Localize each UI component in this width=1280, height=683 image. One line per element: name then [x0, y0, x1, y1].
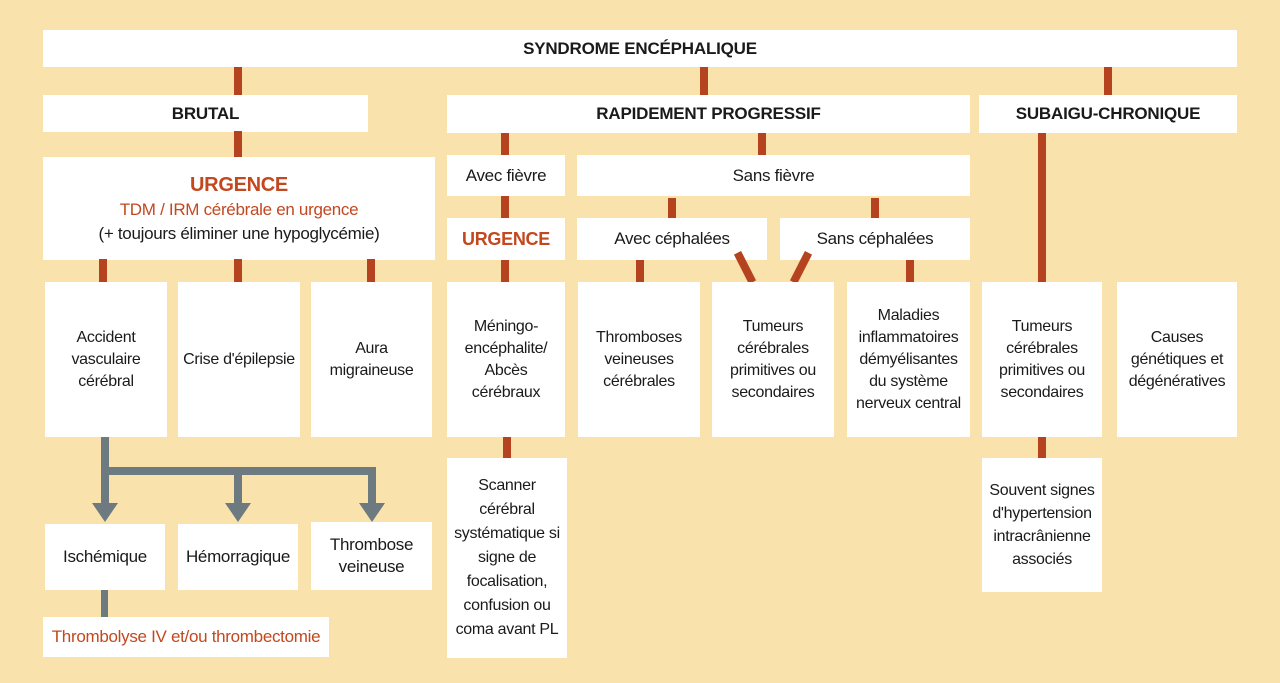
connector-sanscephalees-maladies — [906, 260, 914, 282]
node-meningo-encephalite: Méningo-encéphalite/ Abcès cérébraux — [447, 282, 565, 437]
avc-horizontal-line — [101, 467, 376, 475]
node-aura-migraineuse: Aura migraineuse — [311, 282, 432, 437]
node-syndrome-encephalique: SYNDROME ENCÉPHALIQUE — [43, 30, 1237, 67]
connector-urgence-meningo — [501, 260, 509, 282]
ischemique-stem-line — [101, 590, 108, 617]
arrow-shaft-hemorragique — [234, 475, 242, 504]
connector-sansfievre-aveccephalees — [668, 198, 676, 218]
connector-meningo-scanner — [503, 437, 511, 458]
connector-rapid-sans-fievre — [758, 133, 766, 155]
node-avec-fievre: Avec fièvre — [447, 155, 565, 196]
connector-subacute-tumeurs — [1038, 133, 1046, 282]
node-avec-cephalees: Avec céphalées — [577, 218, 767, 260]
connector-tumeurs-souvent — [1038, 437, 1046, 458]
connector-title-brutal — [234, 67, 242, 95]
node-brutal: BRUTAL — [43, 95, 368, 132]
node-maladies-inflammatoires: Maladies inflammatoires démyélisantes du… — [847, 282, 970, 437]
connector-urgence-aura — [367, 259, 375, 282]
connector-aveccephalees-thromboses — [636, 260, 644, 282]
node-subaigu-chronique: SUBAIGU-CHRONIQUE — [979, 95, 1237, 133]
arrowhead-thrombose-icon — [359, 503, 385, 522]
node-rapidement-progressif: RAPIDEMENT PROGRESSIF — [447, 95, 970, 133]
connector-sansfievre-sanscephalees — [871, 198, 879, 218]
arrowhead-ischemique-icon — [92, 503, 118, 522]
node-accident-vasculaire: Accident vasculaire cérébral — [45, 282, 167, 437]
node-scanner-cerebral: Scanner cérébral systématique si signe d… — [447, 458, 567, 658]
connector-title-rapid — [700, 67, 708, 95]
connector-urgence-avc — [99, 259, 107, 282]
node-tumeurs-cerebrales-subacute: Tumeurs cérébrales primitives ou seconda… — [982, 282, 1102, 437]
node-ischemique: Ischémique — [45, 524, 165, 590]
urgence-title: URGENCE — [190, 173, 288, 196]
node-sans-cephalees: Sans céphalées — [780, 218, 970, 260]
node-sans-fievre: Sans fièvre — [577, 155, 970, 196]
node-thrombolyse: Thrombolyse IV et/ou thrombectomie — [43, 617, 329, 657]
node-hemorragique: Hémorragique — [178, 524, 298, 590]
connector-title-subacute — [1104, 67, 1112, 95]
node-thromboses-veineuses: Thromboses veineuses cérébrales — [578, 282, 700, 437]
connector-fievre-urgence — [501, 196, 509, 218]
node-crise-epilepsie: Crise d'épilepsie — [178, 282, 300, 437]
arrowhead-hemorragique-icon — [225, 503, 251, 522]
node-hypertension-intracranienne: Souvent signes d'hypertension intracrâni… — [982, 458, 1102, 592]
arrow-shaft-thrombose — [368, 475, 376, 504]
node-thrombose-veineuse: Thrombose veineuse — [311, 522, 432, 590]
node-causes-genetiques: Causes génétiques et dégénératives — [1117, 282, 1237, 437]
arrow-shaft-ischemique — [101, 475, 109, 504]
avc-stem-line — [101, 437, 109, 472]
node-urgence-tdm-irm: URGENCE TDM / IRM cérébrale en urgence (… — [43, 157, 435, 260]
node-tumeurs-cerebrales-rapid: Tumeurs cérébrales primitives ou seconda… — [712, 282, 834, 437]
connector-rapid-avec-fievre — [501, 133, 509, 155]
node-urgence-rapid: URGENCE — [447, 218, 565, 260]
connector-brutal-urgence — [234, 131, 242, 157]
urgence-imaging-line: TDM / IRM cérébrale en urgence — [119, 199, 359, 219]
connector-urgence-epilepsie — [234, 259, 242, 282]
urgence-hypoglycemia-line: (+ toujours éliminer une hypoglycémie) — [98, 223, 380, 243]
